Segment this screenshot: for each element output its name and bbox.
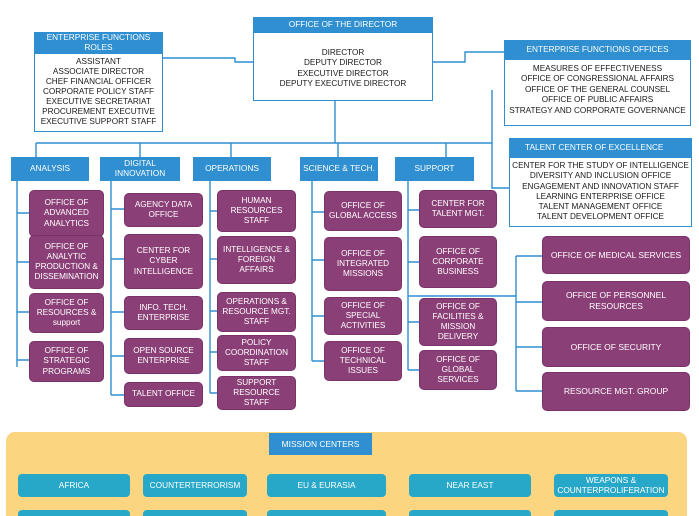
talent-center-line: TALENT DEVELOPMENT OFFICE (537, 212, 664, 222)
director-office-title: OFFICE OF THE DIRECTOR (253, 17, 433, 33)
enterprise-offices-line: STRATEGY AND CORPORATE GOVERNANCE (509, 105, 686, 115)
enterprise-offices-line: MEASURES OF EFFECTIVENESS (532, 64, 663, 73)
enterprise-roles-line: CORPORATE POLICY STAFF (42, 87, 154, 96)
mission-center-item-partial[interactable] (267, 510, 386, 516)
digital-unit[interactable]: TALENT OFFICE (124, 382, 203, 407)
talent-center-line: TALENT MANAGEMENT OFFICE (538, 202, 663, 211)
mission-center-item-partial[interactable] (554, 510, 668, 516)
enterprise-roles-line: PROCUREMENT EXECUTIVE (42, 107, 155, 116)
science-unit[interactable]: OFFICE OF TECHNICAL ISSUES (324, 341, 402, 381)
mission-center-item-partial[interactable] (143, 510, 247, 516)
support-right-unit[interactable]: OFFICE OF SECURITY (542, 327, 690, 367)
support-right-unit[interactable]: RESOURCE MGT. GROUP (542, 372, 690, 411)
mission-center-item[interactable]: EU & EURASIA (267, 474, 386, 497)
operations-unit[interactable]: OPERATIONS & RESOURCE MGT. STAFF (217, 292, 296, 332)
enterprise-offices-title: ENTERPRISE FUNCTIONS OFFICES (504, 40, 691, 60)
director-office-line: EXECUTIVE DIRECTOR (297, 68, 389, 78)
support-unit[interactable]: OFFICE OF FACILITIES & MISSION DELIVERY (419, 298, 497, 346)
mission-center-item[interactable]: NEAR EAST (409, 474, 531, 497)
directorate-support[interactable]: SUPPORT (395, 157, 474, 181)
operations-unit[interactable]: SUPPORT RESOURCE STAFF (217, 376, 296, 410)
analysis-unit[interactable]: OFFICE OF STRATEGIC PROGRAMS (29, 341, 104, 382)
mission-centers-title[interactable]: MISSION CENTERS (269, 433, 372, 455)
director-office-line: DIRECTOR (321, 48, 365, 57)
talent-center-line: LEARNING ENTERPRISE OFFICE (536, 191, 665, 201)
analysis-unit[interactable]: OFFICE OF RESOURCES & support (29, 293, 104, 333)
directorate-analysis[interactable]: ANALYSIS (11, 157, 89, 181)
directorate-operations[interactable]: OPERATIONS (193, 157, 271, 181)
science-unit[interactable]: OFFICE OF GLOBAL ACCESS (324, 191, 402, 231)
support-right-unit[interactable]: OFFICE OF MEDICAL SERVICES (542, 236, 690, 274)
directorate-science-tech[interactable]: SCIENCE & TECH. (300, 157, 378, 181)
enterprise-roles-title: ENTERPRISE FUNCTIONS ROLES (34, 32, 163, 54)
enterprise-offices-line: OFFICE OF CONGRESSIONAL AFFAIRS (520, 74, 674, 84)
mission-center-item-partial[interactable] (18, 510, 130, 516)
enterprise-offices-line: OFFICE OF THE GENERAL COUNSEL (524, 84, 671, 94)
operations-unit[interactable]: INTELLIGENCE & FOREIGN AFFAIRS (217, 236, 296, 284)
digital-unit[interactable]: INFO. TECH. ENTERPRISE (124, 296, 203, 330)
directorate-digital-line: DIGITAL (124, 158, 156, 169)
talent-center-title: TALENT CENTER OF EXCELLENCE (509, 138, 692, 158)
talent-center-line: CENTER FOR THE STUDY OF INTELLIGENCE (512, 161, 689, 170)
support-unit[interactable]: OFFICE OF CORPORATE BUSINESS (419, 236, 497, 288)
operations-unit[interactable]: HUMAN RESOURCES STAFF (217, 190, 296, 232)
digital-unit[interactable]: AGENCY DATA OFFICE (124, 193, 203, 227)
talent-center-line: DIVERSITY AND INCLUSION OFFICE (529, 171, 672, 181)
director-office-line: DEPUTY EXECUTIVE DIRECTOR (279, 79, 407, 89)
enterprise-roles-line: ASSOCIATE DIRECTOR (52, 67, 145, 76)
enterprise-offices-line: OFFICE OF PUBLIC AFFAIRS (541, 95, 654, 105)
enterprise-roles-line: EXECUTIVE SECRETARIAT (46, 97, 151, 106)
support-unit[interactable]: CENTER FOR TALENT MGT. (419, 190, 497, 228)
science-unit[interactable]: OFFICE OF SPECIAL ACTIVITIES (324, 297, 402, 335)
enterprise-roles-lines: ASSISTANT ASSOCIATE DIRECTOR CHEF FINANC… (34, 57, 163, 127)
digital-unit[interactable]: OPEN SOURCE ENTERPRISE (124, 338, 203, 374)
mission-center-item[interactable]: WEAPONS & COUNTERPROLIFERATION (554, 474, 668, 497)
support-unit[interactable]: OFFICE OF GLOBAL SERVICES (419, 350, 497, 390)
mission-center-item[interactable]: AFRICA (18, 474, 130, 497)
enterprise-roles-line: CHEF FINANCIAL OFFICER (45, 77, 152, 86)
mission-center-item[interactable]: COUNTERTERRORISM (143, 474, 247, 497)
enterprise-offices-lines: MEASURES OF EFFECTIVENESS OFFICE OF CONG… (504, 64, 691, 116)
mission-center-item-partial[interactable] (409, 510, 531, 516)
talent-center-lines: CENTER FOR THE STUDY OF INTELLIGENCE DIV… (505, 161, 696, 223)
operations-unit[interactable]: POLICY COORDINATION STAFF (217, 335, 296, 371)
enterprise-roles-line: ASSISTANT (76, 57, 121, 66)
enterprise-roles-title-line: ROLES (84, 42, 113, 52)
analysis-unit[interactable]: OFFICE OF ANALYTIC PRODUCTION & DISSEMIN… (29, 235, 104, 289)
talent-center-line: ENGAGEMENT AND INNOVATION STAFF (522, 181, 679, 191)
directorate-digital-line: INNOVATION (114, 168, 166, 178)
support-right-unit[interactable]: OFFICE OF PERSONNEL RESOURCES (542, 281, 690, 321)
enterprise-roles-title-line: ENTERPRISE FUNCTIONS (46, 32, 151, 43)
digital-unit[interactable]: CENTER FOR CYBER INTELLIGENCE (124, 234, 203, 289)
director-office-lines: DIRECTOR DEPUTY DIRECTOR EXECUTIVE DIREC… (253, 48, 433, 90)
enterprise-roles-line: EXECUTIVE SUPPORT STAFF (40, 117, 157, 126)
science-unit[interactable]: OFFICE OF INTEGRATED MISSIONS (324, 237, 402, 291)
director-office-line: DEPUTY DIRECTOR (304, 58, 382, 68)
analysis-unit[interactable]: OFFICE OF ADVANCED ANALYTICS (29, 190, 104, 237)
directorate-digital-innovation[interactable]: DIGITAL INNOVATION (100, 157, 180, 181)
